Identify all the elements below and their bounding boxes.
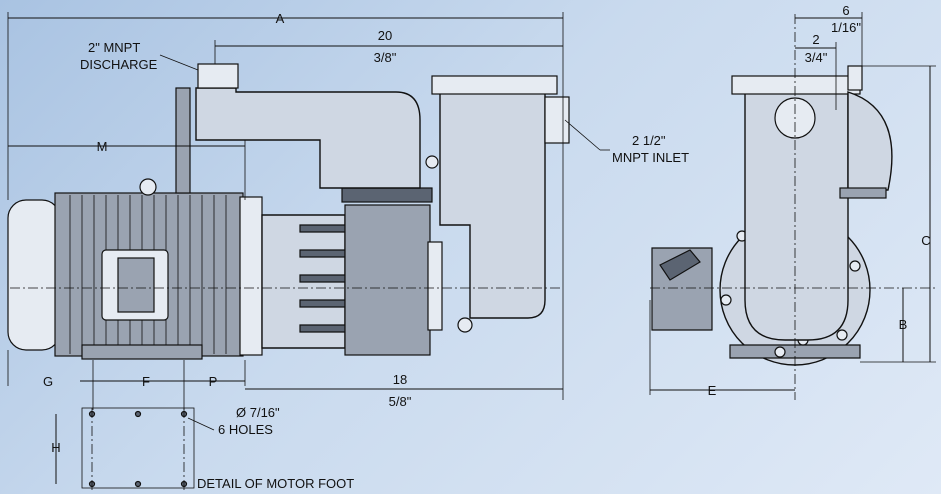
motor-end-cap bbox=[7, 199, 61, 351]
motor-foot bbox=[81, 344, 203, 360]
discharge-label-line1: 2" MNPT bbox=[88, 40, 140, 55]
dim-b-label: B bbox=[899, 317, 908, 332]
end-discharge-pipe bbox=[847, 91, 893, 191]
hole-label-line2: 6 HOLES bbox=[218, 422, 273, 437]
foot-holes bbox=[88, 410, 188, 488]
end-strainer-pot bbox=[744, 91, 849, 341]
side-view: A 20 3/8" 2" MNPT DISCHARGE 2 1/2" MNPT … bbox=[7, 11, 689, 491]
dim-18-top-label: 18 bbox=[393, 372, 407, 387]
strainer-lid bbox=[431, 75, 558, 95]
discharge-label-line2: DISCHARGE bbox=[80, 57, 158, 72]
dim-e-label: E bbox=[708, 383, 717, 398]
discharge-flange bbox=[175, 87, 191, 194]
drain-plug bbox=[457, 317, 473, 333]
dim-m-label: M bbox=[97, 139, 108, 154]
dim-6-bottom-label: 1/16" bbox=[831, 20, 861, 35]
strainer-pot bbox=[439, 91, 546, 319]
dim-6-top-label: 6 bbox=[842, 3, 849, 18]
inlet-label-line2: MNPT INLET bbox=[612, 150, 689, 165]
dim-c-label: C bbox=[921, 233, 930, 248]
top-plug bbox=[425, 155, 439, 169]
hole-label-line1: Ø 7/16" bbox=[236, 405, 280, 420]
dim-f-label: F bbox=[142, 374, 150, 389]
inlet-label-line1: 2 1/2" bbox=[632, 133, 666, 148]
dim-h-label: H bbox=[51, 440, 60, 455]
end-view: 6 1/16" 2 3/4" C B E bbox=[649, 3, 936, 400]
end-strainer-lid bbox=[731, 75, 861, 95]
volute-clamp bbox=[341, 187, 433, 203]
dim-g-label: G bbox=[43, 374, 53, 389]
junction-box-cover bbox=[117, 257, 155, 313]
dim-2-bottom-label: 3/4" bbox=[805, 50, 828, 65]
dim-p-label: P bbox=[209, 374, 218, 389]
volute-housing bbox=[344, 204, 431, 356]
discharge-thread bbox=[197, 63, 239, 89]
dim-a-label: A bbox=[276, 11, 285, 26]
dim-20-top-label: 20 bbox=[378, 28, 392, 43]
end-discharge-flange bbox=[839, 187, 887, 199]
foot-detail-label: DETAIL OF MOTOR FOOT bbox=[197, 476, 354, 491]
end-discharge-thread bbox=[847, 65, 863, 91]
impeller-ring bbox=[427, 241, 443, 331]
motor-foot-detail bbox=[81, 407, 195, 489]
dim-18-bottom-label: 5/8" bbox=[389, 394, 412, 409]
lifting-eye bbox=[139, 178, 157, 196]
discharge-pipe bbox=[195, 87, 421, 189]
dim-20-bottom-label: 3/8" bbox=[374, 50, 397, 65]
end-terminal-cover bbox=[659, 249, 701, 281]
dim-2-top-label: 2 bbox=[812, 32, 819, 47]
motor-flange bbox=[239, 196, 263, 356]
